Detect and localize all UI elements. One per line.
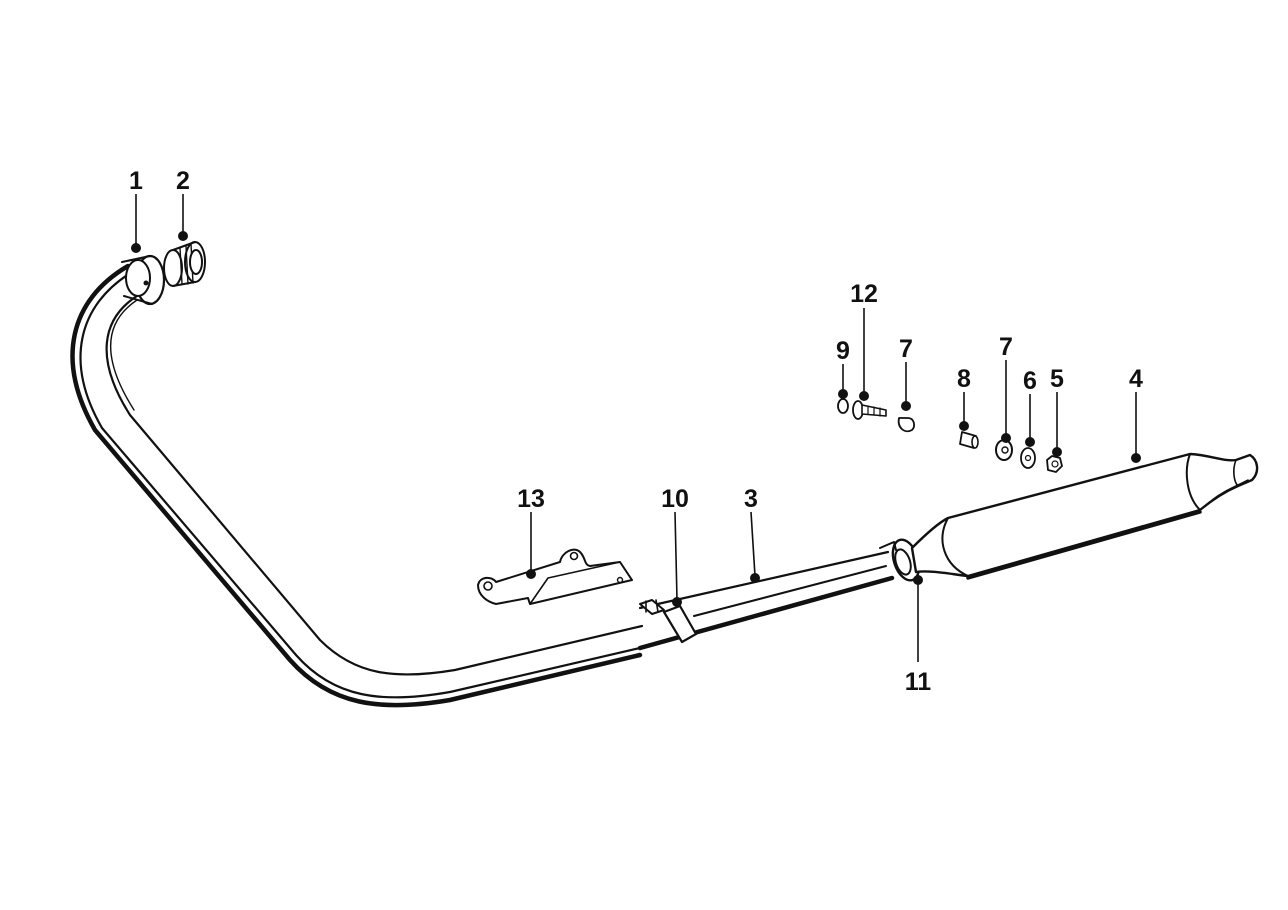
callout-5: 5 bbox=[1050, 365, 1064, 457]
callout-12: 12 bbox=[850, 280, 878, 401]
svg-text:11: 11 bbox=[905, 668, 932, 696]
svg-text:3: 3 bbox=[744, 485, 758, 513]
exhaust-header-pipe bbox=[70, 263, 644, 708]
callout-6: 6 bbox=[1023, 367, 1037, 447]
svg-text:12: 12 bbox=[850, 280, 878, 308]
svg-text:7: 7 bbox=[999, 333, 1013, 361]
bolt-head bbox=[837, 398, 849, 414]
mounting-bracket bbox=[477, 548, 633, 605]
callout-3: 3 bbox=[744, 485, 760, 583]
callout-9: 9 bbox=[836, 337, 850, 399]
callout-7-clip: 7 bbox=[899, 335, 913, 411]
svg-text:2: 2 bbox=[176, 167, 190, 195]
intermediate-pipe bbox=[637, 550, 895, 651]
union-nut bbox=[163, 241, 206, 287]
spring-clip bbox=[897, 417, 915, 433]
svg-text:9: 9 bbox=[836, 337, 850, 365]
svg-text:5: 5 bbox=[1050, 365, 1064, 393]
callout-7-grommet: 7 bbox=[999, 333, 1013, 443]
callout-4: 4 bbox=[1129, 365, 1143, 463]
svg-text:6: 6 bbox=[1023, 367, 1037, 395]
callout-13: 13 bbox=[517, 485, 545, 579]
svg-text:8: 8 bbox=[957, 365, 971, 393]
svg-text:1: 1 bbox=[129, 167, 143, 195]
silencer bbox=[910, 452, 1259, 580]
callout-2: 2 bbox=[176, 167, 190, 241]
spacer-sleeve bbox=[959, 431, 979, 449]
svg-text:7: 7 bbox=[899, 335, 913, 363]
pipe-flange bbox=[121, 254, 166, 306]
svg-text:10: 10 bbox=[661, 485, 689, 513]
svg-text:4: 4 bbox=[1129, 365, 1143, 393]
callout-10: 10 bbox=[661, 485, 689, 607]
bolt bbox=[852, 400, 887, 420]
callout-8: 8 bbox=[957, 365, 971, 431]
callout-1: 1 bbox=[129, 167, 143, 253]
svg-text:13: 13 bbox=[517, 485, 545, 513]
rubber-grommet bbox=[995, 439, 1013, 461]
callout-11: 11 bbox=[905, 575, 932, 696]
hex-nut bbox=[1046, 455, 1063, 473]
washer bbox=[1020, 447, 1036, 469]
